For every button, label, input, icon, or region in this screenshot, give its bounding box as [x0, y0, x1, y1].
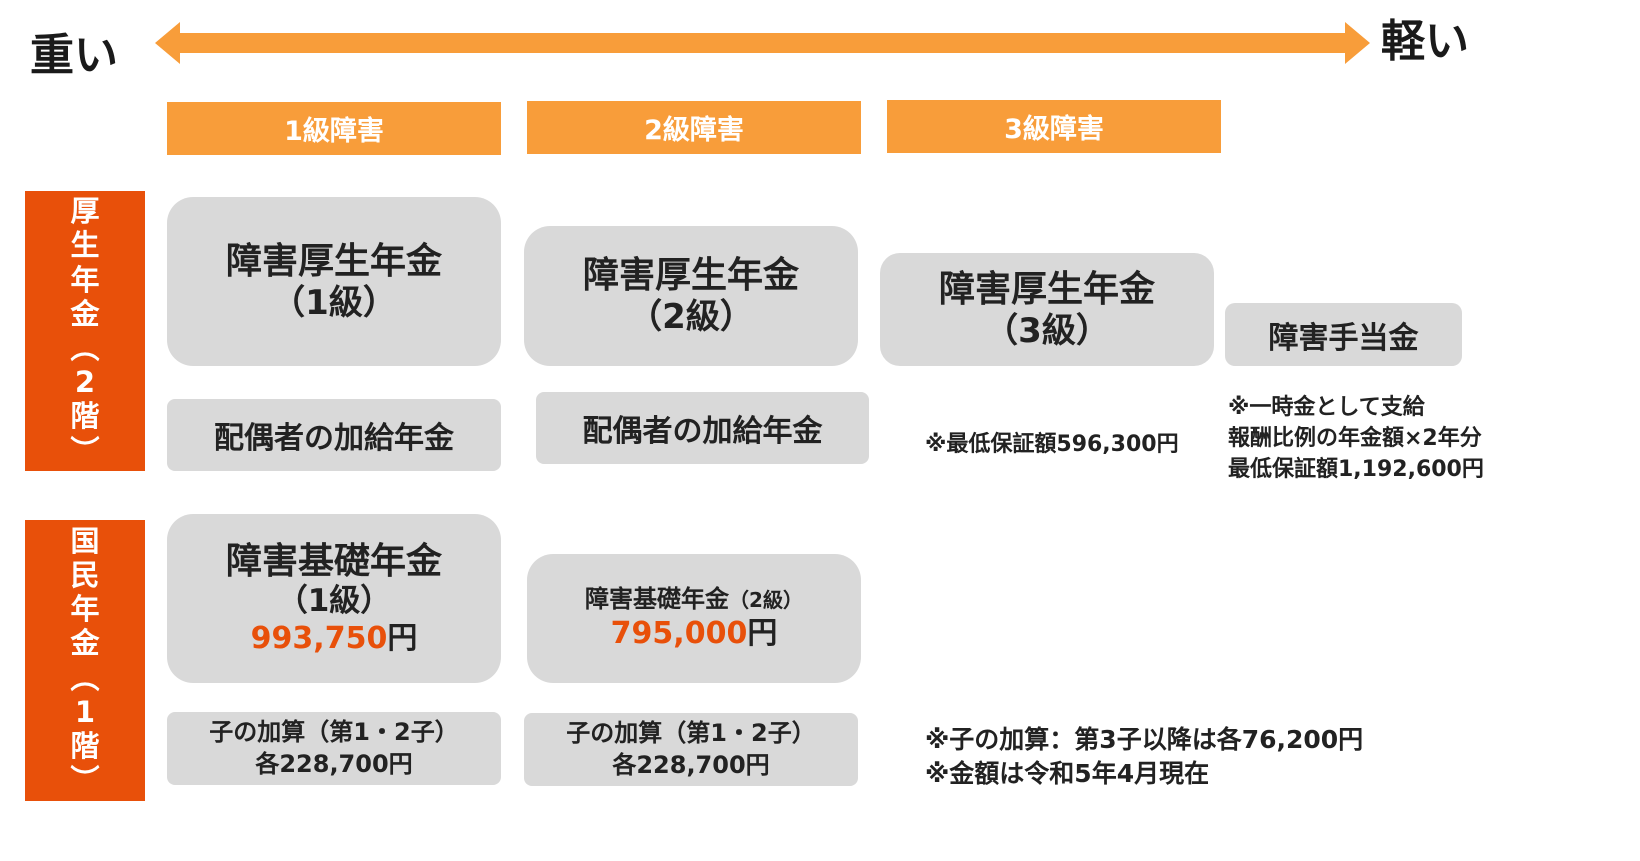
grade-header-2: 2級障害 — [527, 101, 861, 154]
minimum-guarantee-note: ※最低保証額596,300円 — [925, 432, 1179, 457]
shogai-kiso-nenkin-1: 障害基礎年金 （1級） 993,750円 — [167, 514, 501, 683]
kosei-nenkin-side-label: 厚 生 年 金 ︵ 2 階 ︶ — [25, 191, 145, 471]
heavy-label: 重い — [30, 30, 118, 81]
shogai-kosei-nenkin-1: 障害厚生年金 （1級） — [167, 197, 501, 366]
footnotes: ※子の加算：第3子以降は各76,200円 ※金額は令和5年4月現在 — [925, 725, 1364, 788]
shogai-kosei-nenkin-3: 障害厚生年金 （3級） — [880, 253, 1214, 366]
light-label: 軽い — [1381, 16, 1469, 67]
spouse-addition-1: 配偶者の加給年金 — [167, 399, 501, 471]
grade-header-3: 3級障害 — [887, 100, 1221, 153]
spouse-addition-2: 配偶者の加給年金 — [536, 392, 869, 464]
shogai-kosei-nenkin-2: 障害厚生年金 （2級） — [524, 226, 858, 366]
shogai-teate-kin: 障害手当金 — [1225, 303, 1462, 366]
shogai-kiso-nenkin-2: 障害基礎年金（2級） 795,000円 — [527, 554, 861, 683]
grade-header-1: 1級障害 — [167, 102, 501, 155]
kiso-1-amount: 993,750円 — [250, 620, 418, 656]
kokumin-nenkin-side-label: 国 民 年 金 ︵ 1 階 ︶ — [25, 520, 145, 801]
teate-notes: ※一時金として支給 報酬比例の年金額×2年分 最低保証額1,192,600円 — [1228, 395, 1484, 482]
child-addition-2: 子の加算（第1・2子） 各228,700円 — [524, 713, 858, 786]
child-addition-1: 子の加算（第1・2子） 各228,700円 — [167, 712, 501, 785]
kiso-2-amount: 795,000円 — [610, 616, 778, 652]
severity-arrow — [155, 22, 1370, 64]
